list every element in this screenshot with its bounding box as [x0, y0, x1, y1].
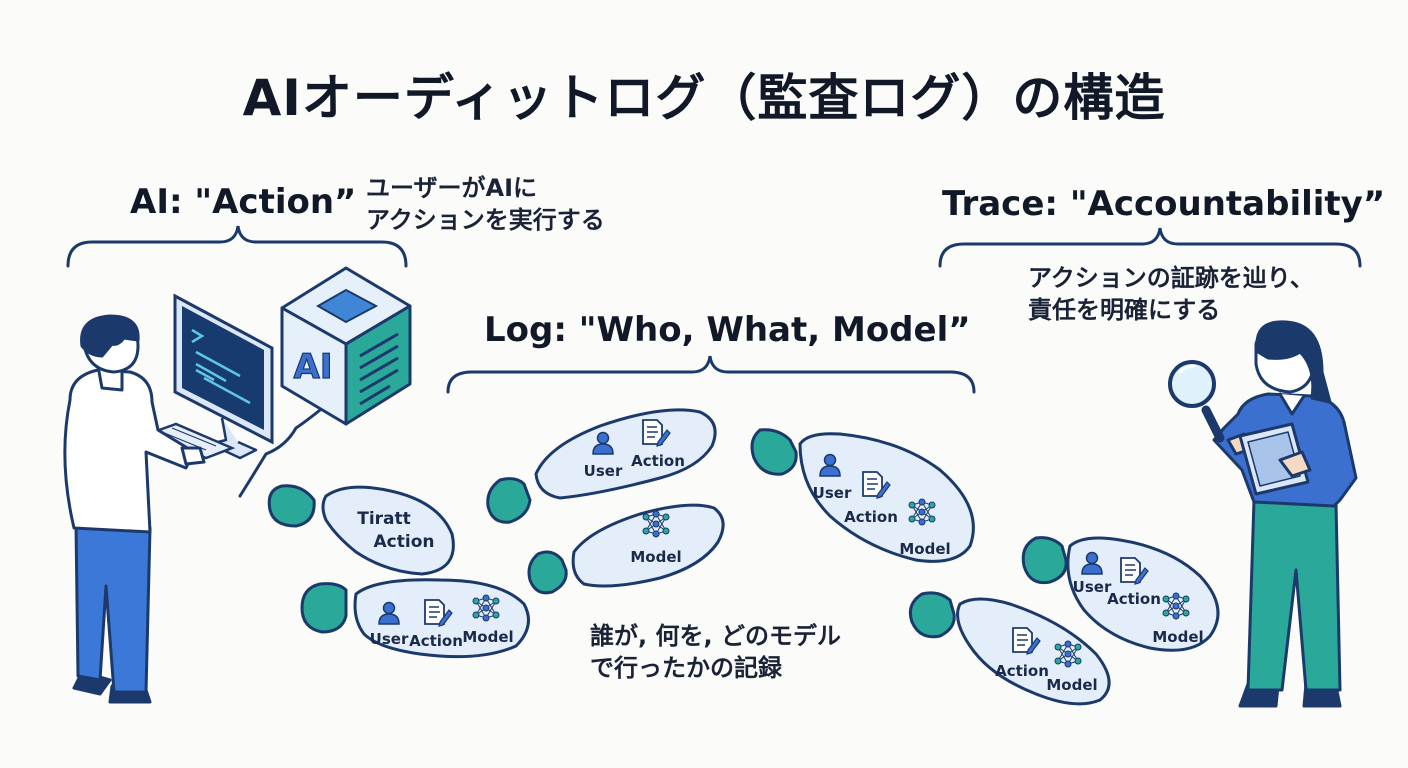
fp5-user-label: User: [813, 484, 852, 502]
log-heading: Log: "Who, What, Model”: [484, 310, 971, 350]
fp2-user-label: User: [370, 630, 409, 648]
fp2-action-label: Action: [409, 632, 463, 650]
ai-cube: [280, 266, 412, 426]
log-caption: 誰が, 何を, どのモデル で行ったかの記録: [590, 620, 841, 684]
fp1-label-2: Action: [374, 532, 435, 552]
log-caption-line-2: で行ったかの記録: [590, 654, 782, 682]
tablet-icon: [1238, 422, 1312, 496]
trace-heading: Trace: "Accountability”: [942, 184, 1386, 224]
footprint-4: [527, 503, 725, 595]
ai-caption-line-1: ユーザーがAIに: [366, 174, 538, 202]
fp2-model-label: Model: [462, 628, 513, 646]
ai-caption: ユーザーがAIに アクションを実行する: [366, 172, 605, 236]
fp7-model-label: Model: [1046, 676, 1097, 694]
footprint-6: [1021, 536, 1220, 652]
trace-caption-line-1: アクションの証跡を辿り、: [1028, 264, 1314, 292]
fp6-action-label: Action: [1107, 590, 1161, 608]
trace-caption: アクションの証跡を辿り、 責任を明確にする: [1028, 262, 1314, 326]
fp5-action-label: Action: [844, 508, 898, 526]
ai-caption-line-2: アクションを実行する: [366, 206, 605, 234]
log-caption-line-1: 誰が, 何を, どのモデル: [590, 622, 841, 650]
monitor-icon: [173, 293, 274, 460]
trace-bracket: [938, 227, 1362, 268]
fp6-user-label: User: [1073, 578, 1112, 596]
magnifier-icon: [1168, 360, 1225, 443]
user-figure: [63, 314, 206, 704]
footprint-1: [267, 484, 455, 576]
fp6-model-label: Model: [1152, 628, 1203, 646]
fp4-model-label: Model: [630, 548, 681, 566]
fp7-action-label: Action: [995, 662, 1049, 680]
footprint-3: [486, 408, 717, 524]
footprint-7: [908, 591, 1111, 706]
trace-caption-line-2: 責任を明確にする: [1028, 296, 1221, 324]
fp1-label-1: Tiratt: [357, 509, 411, 529]
footprint-5: [750, 428, 975, 563]
fp5-model-label: Model: [899, 540, 950, 558]
ai-heading: AI: "Action”: [130, 182, 357, 222]
fp3-action-label: Action: [631, 452, 685, 470]
cable: [238, 400, 332, 498]
ai-bracket: [66, 225, 408, 268]
page-title: AIオーディットログ（監査ログ）の構造: [242, 69, 1166, 127]
fp3-user-label: User: [584, 462, 623, 480]
ai-cube-label: AI: [294, 347, 333, 387]
investigator-figure: [1212, 320, 1358, 708]
log-bracket: [446, 355, 976, 394]
